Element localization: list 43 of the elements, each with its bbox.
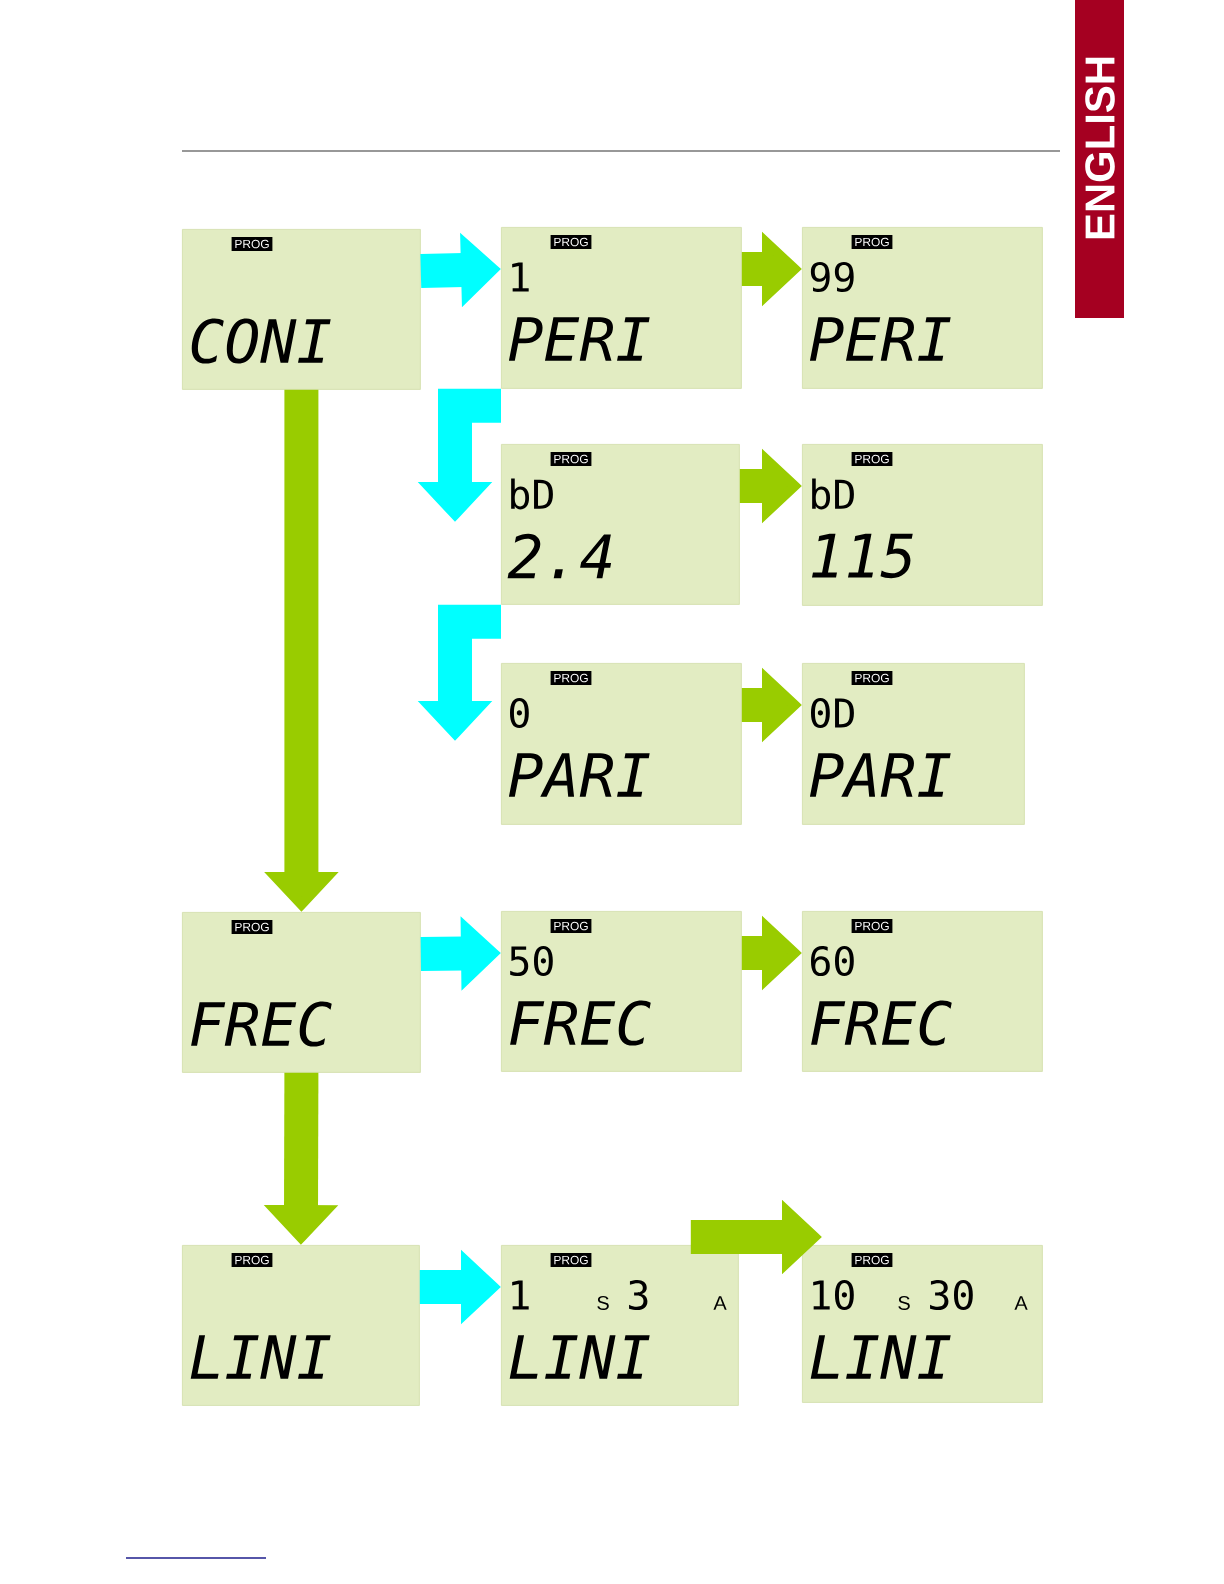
lcd-screen	[802, 911, 1043, 1072]
unit-label: A	[713, 1296, 727, 1310]
display-digits: 10	[813, 1279, 854, 1311]
display-text: PERI	[809, 317, 951, 361]
display-text: PARI	[809, 753, 951, 797]
display-text: CONI	[191, 318, 331, 364]
display-digits: bD	[511, 478, 553, 510]
lcd-screen	[501, 663, 742, 825]
lcd-screen	[802, 663, 1025, 825]
display-text: FREC	[191, 1001, 332, 1047]
lcd-screen	[182, 1245, 420, 1406]
unit-label: A	[1014, 1296, 1028, 1310]
display-text: PERI	[508, 317, 650, 361]
lcd-screen	[501, 444, 740, 605]
display-digits: 0	[510, 697, 529, 729]
display-digits: 50	[510, 945, 553, 977]
display-digits: 30	[930, 1279, 973, 1311]
display-text: LINI	[190, 1335, 331, 1379]
unit-label: S	[898, 1295, 910, 1311]
display-digits: 3	[629, 1279, 648, 1311]
display-text: LINI	[509, 1335, 650, 1379]
display-digits: 99	[810, 261, 854, 293]
display-text: 2.4	[507, 533, 612, 579]
display-text: PARI	[508, 753, 650, 797]
display-digits: 1	[512, 262, 529, 292]
lcd-screen	[802, 444, 1043, 606]
lcd-screen	[182, 912, 421, 1073]
lcd-screen	[182, 229, 421, 390]
lcd-screen	[802, 227, 1043, 389]
display-digits: bD	[812, 478, 854, 510]
display-digits: 60	[811, 945, 854, 977]
display-text: FREC	[811, 1000, 952, 1046]
unit-label: S	[597, 1295, 609, 1311]
lcd-screen	[501, 911, 742, 1072]
lcd-screen	[501, 1245, 739, 1406]
display-digits: 1	[512, 1280, 529, 1310]
lcd-screen	[802, 1245, 1043, 1403]
lcd-screen	[501, 227, 742, 389]
display-digits: 0D	[811, 697, 854, 729]
language-tab: ENGLISH	[1075, 0, 1124, 318]
display-text: FREC	[510, 1000, 651, 1046]
display-text: 115	[812, 533, 913, 579]
display-text: LINI	[810, 1335, 951, 1379]
